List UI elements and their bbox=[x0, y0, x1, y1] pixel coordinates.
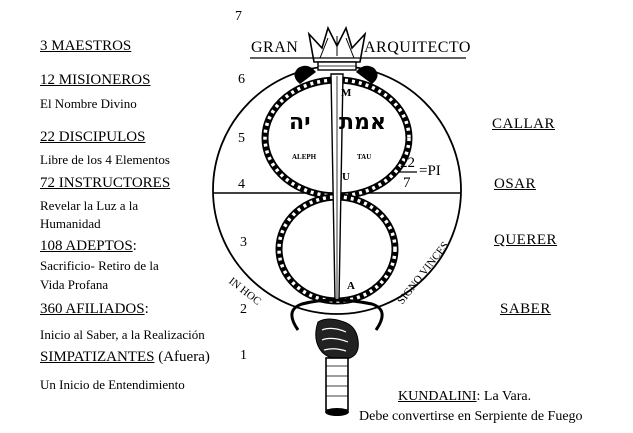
virtue-osar: OSAR bbox=[494, 176, 537, 192]
fraction-numerator: 22 bbox=[400, 155, 415, 171]
hebrew-right: אמת bbox=[339, 110, 386, 135]
level-number-5: 5 bbox=[238, 131, 245, 146]
level-note: Humanidad bbox=[40, 216, 101, 231]
level-title: 108 ADEPTOS bbox=[40, 238, 133, 254]
level-title: SIMPATIZANTES bbox=[40, 349, 155, 365]
fraction-denominator: 7 bbox=[403, 175, 411, 191]
emblem-letter-m: M bbox=[341, 87, 352, 99]
crown-icon bbox=[307, 25, 367, 71]
level-row: 360 AFILIADOS: bbox=[40, 302, 149, 317]
virtue-saber: SABER bbox=[500, 301, 551, 317]
level-note: El Nombre Divino bbox=[40, 96, 137, 111]
virtue-callar: CALLAR bbox=[492, 116, 555, 132]
level-note: Vida Profana bbox=[40, 277, 109, 292]
level-number-7: 7 bbox=[235, 9, 242, 24]
kundalini-line-2: Debe convertirse en Serpiente de Fuego bbox=[359, 409, 583, 424]
level-note: Inicio al Saber, a la Realización bbox=[40, 327, 205, 342]
level-suffix: : bbox=[132, 238, 137, 254]
kundalini-line: KUNDALINI: La Vara. bbox=[398, 390, 531, 404]
level-title: 22 DISCIPULOS bbox=[40, 129, 146, 145]
level-title: 72 INSTRUCTORES bbox=[40, 175, 171, 191]
level-number-2: 2 bbox=[240, 302, 247, 317]
level-note: Revelar la Luz a la bbox=[40, 198, 139, 213]
level-suffix: : bbox=[144, 301, 149, 317]
level-number-3: 3 bbox=[240, 235, 247, 250]
level-row: SIMPATIZANTES (Afuera) bbox=[40, 350, 210, 365]
level-title: 3 MAESTROS bbox=[40, 38, 132, 54]
level-row: 108 ADEPTOS: bbox=[40, 239, 137, 254]
tau-label: TAU bbox=[357, 153, 372, 161]
level-number-4: 4 bbox=[238, 177, 245, 192]
level-number-6: 6 bbox=[238, 72, 245, 87]
level-note: Libre de los 4 Elementos bbox=[40, 152, 170, 167]
hebrew-left: יה bbox=[289, 110, 311, 135]
level-number-1: 1 bbox=[240, 348, 247, 363]
header-right: ARQUITECTO bbox=[364, 39, 471, 56]
emblem-letter-u: U bbox=[342, 171, 350, 183]
serpent-head-left bbox=[294, 65, 316, 84]
virtue-querer: QUERER bbox=[494, 232, 557, 248]
level-suffix: (Afuera) bbox=[154, 349, 210, 365]
aleph-label: ALEPH bbox=[292, 153, 317, 161]
emblem-letter-a: A bbox=[347, 280, 355, 292]
serpent-head-right bbox=[356, 65, 378, 84]
level-note: Un Inicio de Entendimiento bbox=[40, 377, 185, 392]
sword-staff bbox=[290, 73, 384, 416]
kundalini-text: : La Vara. bbox=[476, 389, 532, 404]
level-note: Sacrificio- Retiro de la bbox=[40, 258, 159, 273]
header-left: GRAN bbox=[251, 39, 299, 56]
kundalini-label: KUNDALINI bbox=[398, 389, 477, 404]
level-title: 12 MISIONEROS bbox=[40, 72, 151, 88]
fraction-tail: =PI bbox=[419, 163, 441, 179]
level-title: 360 AFILIADOS bbox=[40, 301, 145, 317]
